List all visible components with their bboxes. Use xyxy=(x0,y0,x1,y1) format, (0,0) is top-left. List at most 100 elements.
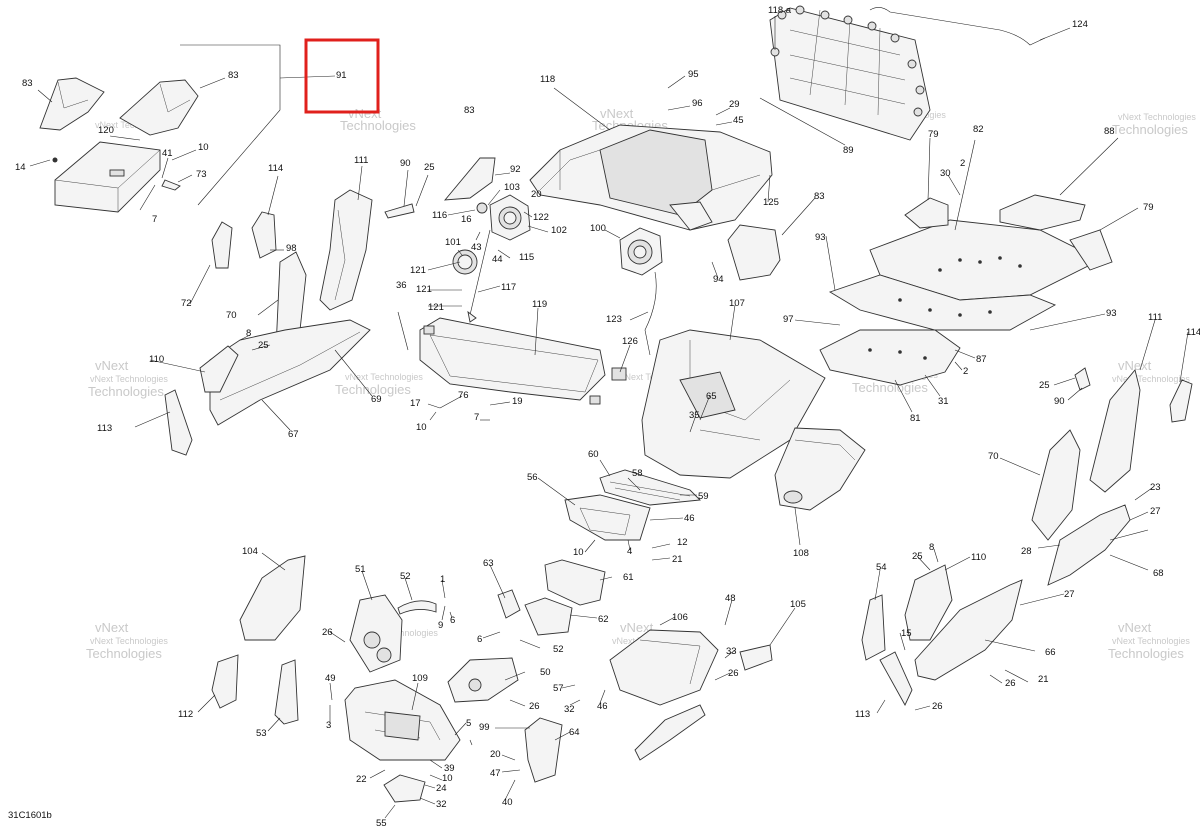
callout-7a[interactable]: 7 xyxy=(152,214,157,225)
part-52-headlight-bracket[interactable] xyxy=(397,600,437,615)
part-72-panel[interactable] xyxy=(211,221,233,269)
callout-110b[interactable]: 110 xyxy=(971,552,986,563)
callout-60[interactable]: 60 xyxy=(588,449,599,460)
callout-107[interactable]: 107 xyxy=(729,298,745,309)
callout-119[interactable]: 119 xyxy=(532,299,547,310)
callout-73[interactable]: 73 xyxy=(196,169,207,180)
callout-70b[interactable]: 70 xyxy=(988,451,999,462)
callout-114a[interactable]: 114 xyxy=(268,163,283,174)
part-113-right-mud-guard[interactable] xyxy=(879,651,913,706)
callout-122[interactable]: 122 xyxy=(533,212,549,223)
callout-100[interactable]: 100 xyxy=(590,223,606,234)
callout-105[interactable]: 105 xyxy=(790,599,806,610)
callout-10c[interactable]: 10 xyxy=(573,547,584,558)
callout-63[interactable]: 63 xyxy=(483,558,494,569)
part-56-grille-frame[interactable] xyxy=(564,494,651,541)
part-67-left-rocker-panel[interactable] xyxy=(209,319,371,426)
callout-62[interactable]: 62 xyxy=(598,614,609,625)
callout-118[interactable]: 118 xyxy=(540,74,555,85)
callout-51[interactable]: 51 xyxy=(355,564,366,575)
callout-26c[interactable]: 26 xyxy=(1005,678,1016,689)
part-114-panel-right[interactable] xyxy=(1169,379,1193,423)
callout-30[interactable]: 30 xyxy=(940,168,951,179)
callout-16[interactable]: 16 xyxy=(461,214,472,225)
part-50-headlight[interactable] xyxy=(447,657,519,703)
part-123-wire[interactable] xyxy=(644,271,657,356)
callout-59[interactable]: 59 xyxy=(698,491,709,502)
callout-53[interactable]: 53 xyxy=(256,728,267,739)
callout-111b[interactable]: 111 xyxy=(1148,312,1162,323)
part-83-pad-right[interactable] xyxy=(119,79,199,136)
part-14-fastener[interactable] xyxy=(52,157,58,163)
callout-91[interactable]: 91 xyxy=(336,70,347,81)
callout-1[interactable]: 1 xyxy=(440,574,445,585)
part-112-panel[interactable] xyxy=(211,654,239,709)
callout-25d[interactable]: 25 xyxy=(912,551,923,562)
callout-72[interactable]: 72 xyxy=(181,298,192,309)
callout-104[interactable]: 104 xyxy=(242,546,258,557)
callout-22[interactable]: 22 xyxy=(356,774,367,785)
callout-26a[interactable]: 26 xyxy=(322,627,333,638)
callout-89[interactable]: 89 xyxy=(843,145,854,156)
callout-64[interactable]: 64 xyxy=(569,727,580,738)
callout-41[interactable]: 41 xyxy=(162,148,173,159)
callout-15[interactable]: 15 xyxy=(901,628,912,639)
callout-120[interactable]: 120 xyxy=(98,125,114,136)
callout-2a[interactable]: 2 xyxy=(960,158,965,169)
callout-43[interactable]: 43 xyxy=(471,242,482,253)
callout-118a[interactable]: 118 a xyxy=(768,5,792,16)
part-124-rod[interactable] xyxy=(869,7,1046,46)
callout-20b[interactable]: 20 xyxy=(490,749,501,760)
callout-112[interactable]: 112 xyxy=(178,709,193,720)
callout-25b[interactable]: 25 xyxy=(258,340,269,351)
callout-19[interactable]: 19 xyxy=(512,396,523,407)
part-90-bracket[interactable] xyxy=(384,203,415,219)
callout-52b[interactable]: 52 xyxy=(553,644,564,655)
callout-8b[interactable]: 8 xyxy=(929,542,934,553)
callout-5[interactable]: 5 xyxy=(466,718,471,729)
callout-2b[interactable]: 2 xyxy=(963,366,968,377)
callout-25a[interactable]: 25 xyxy=(424,162,435,173)
part-53-panel[interactable] xyxy=(274,659,299,725)
part-79-side-plate[interactable] xyxy=(1069,229,1113,271)
callout-82[interactable]: 82 xyxy=(973,124,984,135)
callout-24[interactable]: 24 xyxy=(436,783,447,794)
callout-95[interactable]: 95 xyxy=(688,69,699,80)
part-66-right-fender[interactable] xyxy=(914,579,1023,681)
callout-121a[interactable]: 121 xyxy=(410,265,426,276)
callout-93b[interactable]: 93 xyxy=(1106,308,1117,319)
callout-96[interactable]: 96 xyxy=(692,98,703,109)
callout-26d[interactable]: 26 xyxy=(529,701,540,712)
part-110-left-trim[interactable] xyxy=(199,345,239,393)
part-119-rear-window[interactable] xyxy=(419,317,606,405)
part-79-bracket-plate[interactable] xyxy=(904,197,949,229)
callout-69[interactable]: 69 xyxy=(371,394,382,405)
callout-52a[interactable]: 52 xyxy=(400,571,411,582)
callout-103[interactable]: 103 xyxy=(504,182,520,193)
callout-31[interactable]: 31 xyxy=(938,396,949,407)
part-111-left-door-frame[interactable] xyxy=(319,189,373,311)
callout-10d[interactable]: 10 xyxy=(442,773,453,784)
part-100-speaker-right[interactable] xyxy=(619,227,663,276)
callout-26b[interactable]: 26 xyxy=(728,668,739,679)
callout-21b[interactable]: 21 xyxy=(1038,674,1049,685)
part-110-right-trim[interactable] xyxy=(904,564,953,641)
callout-7b[interactable]: 7 xyxy=(474,412,479,423)
callout-79a[interactable]: 79 xyxy=(928,129,939,140)
callout-81[interactable]: 81 xyxy=(910,413,921,424)
part-120-storage-bin[interactable] xyxy=(54,141,161,213)
callout-8a[interactable]: 8 xyxy=(246,328,251,339)
part-81-floor-plate[interactable] xyxy=(819,329,961,386)
callout-97[interactable]: 97 xyxy=(783,314,794,325)
callout-102[interactable]: 102 xyxy=(551,225,567,236)
part-106-trim-strip[interactable] xyxy=(634,704,706,761)
callout-83c[interactable]: 83 xyxy=(464,105,475,116)
callout-6b[interactable]: 6 xyxy=(477,634,482,645)
part-83-pad-far-right[interactable] xyxy=(727,224,781,281)
part-106-center-console[interactable] xyxy=(609,629,719,706)
part-88-floor-cover[interactable] xyxy=(999,194,1086,231)
callout-50[interactable]: 50 xyxy=(540,667,551,678)
callout-110a[interactable]: 110 xyxy=(149,354,164,365)
callout-57[interactable]: 57 xyxy=(553,683,564,694)
callout-106[interactable]: 106 xyxy=(672,612,688,623)
